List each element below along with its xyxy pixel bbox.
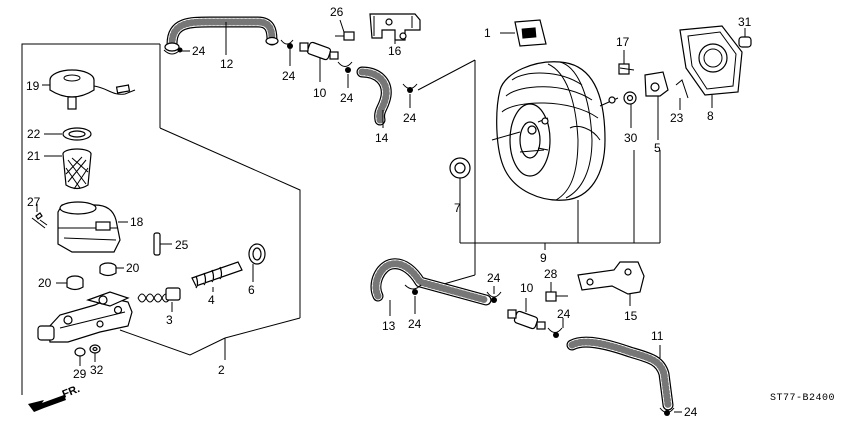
label-part-7: 7 <box>454 201 461 215</box>
vacuum-hose-12 <box>164 16 279 55</box>
label-part-16: 16 <box>388 44 402 58</box>
hose-clip-24-d <box>402 83 418 108</box>
label-part-24-c: 24 <box>340 91 354 105</box>
label-part-13: 13 <box>382 319 396 333</box>
label-part-20-right: 20 <box>126 261 140 275</box>
group-frame-master-cylinder <box>21 43 301 395</box>
check-valve-10-top <box>299 41 339 82</box>
seal-ring-22 <box>44 127 92 141</box>
label-part-20-left: 20 <box>38 276 52 290</box>
label-part-30: 30 <box>624 131 638 145</box>
reservoir-18 <box>57 201 128 253</box>
grommet-20-b <box>99 262 124 277</box>
seal-6 <box>248 243 266 282</box>
label-part-2: 2 <box>218 363 225 377</box>
label-part-10-lower: 10 <box>520 281 534 295</box>
label-part-25: 25 <box>175 238 189 252</box>
label-part-18: 18 <box>130 215 144 229</box>
label-part-24-b: 24 <box>282 69 296 83</box>
gasket-8 <box>679 25 743 108</box>
label-part-10-top: 10 <box>313 86 327 100</box>
label-part-24-g: 24 <box>557 307 571 321</box>
check-valve-10-lower <box>507 298 546 330</box>
group-frame-booster <box>417 59 661 289</box>
vacuum-hose-14 <box>356 66 392 128</box>
direction-label: FR. <box>61 383 82 401</box>
label-part-12: 12 <box>220 57 234 71</box>
bolt-26 <box>335 19 355 41</box>
label-part-17: 17 <box>616 35 630 49</box>
label-part-19: 19 <box>26 79 40 93</box>
hose-clip-24-c <box>337 61 353 88</box>
label-part-21: 21 <box>27 149 41 163</box>
clip-pin-23 <box>675 79 689 110</box>
hose-clip-24-a <box>163 47 190 55</box>
arrow-down-left-icon <box>28 395 66 412</box>
spring-3 <box>137 287 181 312</box>
brake-booster <box>491 61 606 201</box>
label-part-24-e: 24 <box>408 317 422 331</box>
diagram-code: ST77-B2400 <box>770 393 835 404</box>
label-part-8: 8 <box>707 109 714 123</box>
grommet-20-a <box>56 275 84 291</box>
secondary-piston-4 <box>191 261 243 292</box>
label-part-3: 3 <box>166 313 173 327</box>
hose-clip-24-h <box>659 407 682 416</box>
label-part-24-a: 24 <box>192 44 206 58</box>
label-part-23: 23 <box>670 111 684 125</box>
nut-31 <box>738 28 752 48</box>
label-part-24-f: 24 <box>487 271 501 285</box>
hose-clip-24-e <box>404 284 422 314</box>
vacuum-hose-13 <box>370 258 492 316</box>
label-part-27: 27 <box>27 195 41 209</box>
label-part-9: 9 <box>540 251 547 265</box>
bracket-16 <box>369 13 421 44</box>
master-cylinder-body <box>37 291 133 343</box>
label-part-14: 14 <box>375 131 389 145</box>
label-part-5: 5 <box>654 141 661 155</box>
vacuum-hose-11 <box>566 336 674 411</box>
label-part-1: 1 <box>484 26 491 40</box>
label-part-28: 28 <box>544 267 558 281</box>
nut-29 <box>74 347 86 366</box>
clevis-5 <box>644 71 669 140</box>
label-part-22: 22 <box>27 127 41 141</box>
label-part-24-h: 24 <box>684 405 698 419</box>
label-part-11: 11 <box>651 329 664 343</box>
label-part-4: 4 <box>208 293 215 307</box>
label-part-24-d: 24 <box>403 111 417 125</box>
label-part-31: 31 <box>738 15 752 29</box>
label-part-6: 6 <box>248 283 255 297</box>
screw-27 <box>31 204 48 229</box>
bracket-15 <box>577 261 645 306</box>
gasket-plate-1 <box>500 19 547 47</box>
nut-30 <box>623 91 637 128</box>
seal-7 <box>449 157 471 198</box>
strainer-21 <box>44 148 92 190</box>
washer-32 <box>89 344 101 362</box>
pin-25 <box>153 232 172 256</box>
hose-clip-24-b <box>280 39 294 66</box>
label-part-29: 29 <box>73 367 87 381</box>
hose-clip-24-f <box>486 286 502 303</box>
booster-stud <box>599 96 619 107</box>
label-part-15: 15 <box>624 309 638 323</box>
bolt-28 <box>545 282 568 302</box>
label-part-26: 26 <box>330 5 344 19</box>
reservoir-cap-19 <box>42 69 136 110</box>
bolt-17 <box>618 50 635 75</box>
hose-clip-24-g <box>547 318 564 338</box>
label-part-32: 32 <box>90 363 104 377</box>
